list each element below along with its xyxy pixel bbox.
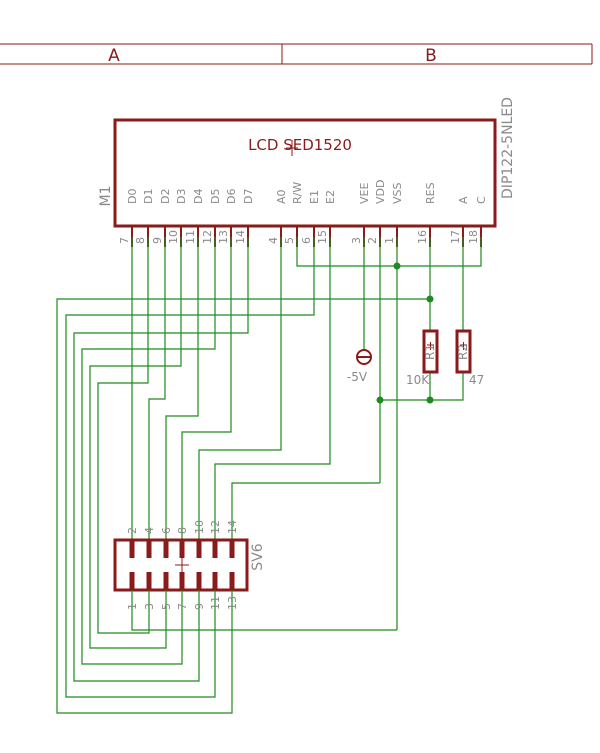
connector-pin-13-number: 13 — [226, 596, 239, 610]
wire-vss-bus — [296, 237, 482, 267]
connector-pin-7-number: 7 — [176, 603, 189, 610]
wire-d5 — [81, 237, 216, 665]
resistor-r1-name: R1 — [423, 344, 437, 360]
lcd-pin-a-label: A — [457, 196, 470, 204]
lcd-body — [113, 118, 497, 228]
lcd-pin-e2-label: E2 — [324, 190, 337, 204]
lcd-pin-d0-label: D0 — [126, 189, 139, 204]
lcd-pin-d4-label: D4 — [192, 189, 205, 204]
wire-d7 — [73, 237, 249, 682]
supply-label: -5V — [347, 370, 368, 384]
lcd-pin-d0-number: 7 — [118, 237, 131, 244]
lcd-pin-vss-number: 1 — [383, 237, 396, 244]
wire-res-net — [56, 298, 430, 714]
resistor-r2-name: R2 — [456, 344, 470, 360]
wire-d1 — [97, 237, 150, 634]
lcd-pin-c-number: 18 — [467, 230, 480, 244]
lcd-pin-rw-label: R/W — [291, 182, 304, 204]
lcd-pin-a0-number: 4 — [267, 237, 280, 244]
lcd-pin-d3-number: 10 — [167, 230, 180, 244]
wire-d4 — [165, 237, 199, 540]
lcd-pin-d1-number: 8 — [134, 237, 147, 244]
lcd-pin-vee-label: VEE — [358, 183, 371, 204]
connector-pin-3-number: 3 — [143, 603, 156, 610]
wire-d3 — [89, 237, 182, 649]
lcd-pin-d5-label: D5 — [209, 189, 222, 204]
wire-vdd-to-connector — [231, 482, 380, 540]
junction-resistors — [426, 396, 434, 404]
connector-pin-5-number: 5 — [160, 603, 173, 610]
connector-pin-1-number: 1 — [126, 603, 139, 610]
lcd-pin-d1-label: D1 — [142, 189, 155, 204]
wire-vdd-resistors — [380, 372, 464, 401]
connector-pin-2-number: 2 — [126, 527, 139, 534]
resistor-r2-body — [455, 329, 472, 374]
lcd-pin-d6-label: D6 — [225, 189, 238, 204]
resistor-r2: R2 47 — [455, 329, 484, 387]
frame-header: A B — [0, 43, 593, 66]
zone-a-label: A — [108, 46, 120, 66]
lcd-pin-d2-number: 9 — [151, 237, 164, 244]
connector-pin-14-number: 14 — [226, 520, 239, 534]
connector-pin-10-number: 10 — [193, 520, 206, 534]
lcd-pin-res-number: 16 — [416, 230, 429, 244]
connector-ref: SV6 — [250, 543, 266, 570]
wire-a0 — [198, 237, 282, 540]
wire-e2 — [214, 237, 331, 540]
wire-d2 — [148, 237, 166, 540]
junctions — [376, 262, 434, 404]
resistor-r1: R1 10K — [406, 329, 439, 387]
wire-e1 — [65, 237, 315, 698]
lcd-pins: D07D18D29D310D411D512D613D714A04R/W5E16E… — [118, 180, 488, 247]
wire-d6 — [181, 237, 232, 540]
connector-pin-12-number: 12 — [209, 520, 222, 534]
lcd-pin-a-number: 17 — [449, 230, 462, 244]
lcd-pin-d5-number: 12 — [201, 230, 214, 244]
junction-vdd — [376, 396, 384, 404]
resistor-r1-body — [422, 329, 439, 374]
wires — [56, 237, 482, 714]
lcd-pin-vdd-number: 2 — [366, 237, 379, 244]
lcd-package: DIP122-5NLED — [500, 97, 516, 199]
junction-res — [426, 295, 434, 303]
lcd-pin-e2-number: 15 — [316, 230, 329, 244]
resistor-r1-value: 10K — [406, 373, 430, 387]
lcd-pin-d3-label: D3 — [175, 189, 188, 204]
resistor-r2-value: 47 — [469, 373, 484, 387]
lcd-pin-d4-number: 11 — [184, 230, 197, 244]
connector-pin-8-number: 8 — [176, 527, 189, 534]
lcd-pin-d6-number: 13 — [217, 230, 230, 244]
connector-pin-4-number: 4 — [143, 527, 156, 534]
junction-vss — [393, 262, 401, 270]
wire-vss-to-connector — [131, 610, 397, 631]
lcd-module: LCD SED1520 M1 DIP122-5NLED D0 7 D1 8 D2 9 D3 1… — [98, 97, 516, 247]
lcd-pin-e1-label: E1 — [308, 190, 321, 204]
connector-pin-11-number: 11 — [209, 596, 222, 610]
lcd-pin-a0-label: A0 — [275, 189, 288, 204]
lcd-pin-c-label: C — [475, 196, 488, 204]
lcd-pin-vss-label: VSS — [391, 182, 404, 204]
connector-pin-6-number: 6 — [160, 527, 173, 534]
lcd-pin-d7-label: D7 — [242, 189, 255, 204]
lcd-pin-vdd-label: VDD — [374, 180, 387, 204]
connector-pin-9-number: 9 — [193, 603, 206, 610]
lcd-ref: M1 — [98, 186, 114, 207]
lcd-pin-res-label: RES — [424, 182, 437, 204]
zone-b-label: B — [425, 46, 437, 66]
lcd-title: LCD SED1520 — [248, 136, 352, 154]
lcd-pin-d7-number: 14 — [234, 230, 247, 244]
lcd-pin-e1-number: 6 — [300, 237, 313, 244]
lcd-pin-rw-number: 5 — [283, 237, 296, 244]
lcd-pin-vee-number: 3 — [350, 237, 363, 244]
supply-symbol: -5V — [347, 349, 372, 384]
lcd-pin-d2-label: D2 — [159, 189, 172, 204]
supply-circle-icon — [356, 349, 372, 365]
